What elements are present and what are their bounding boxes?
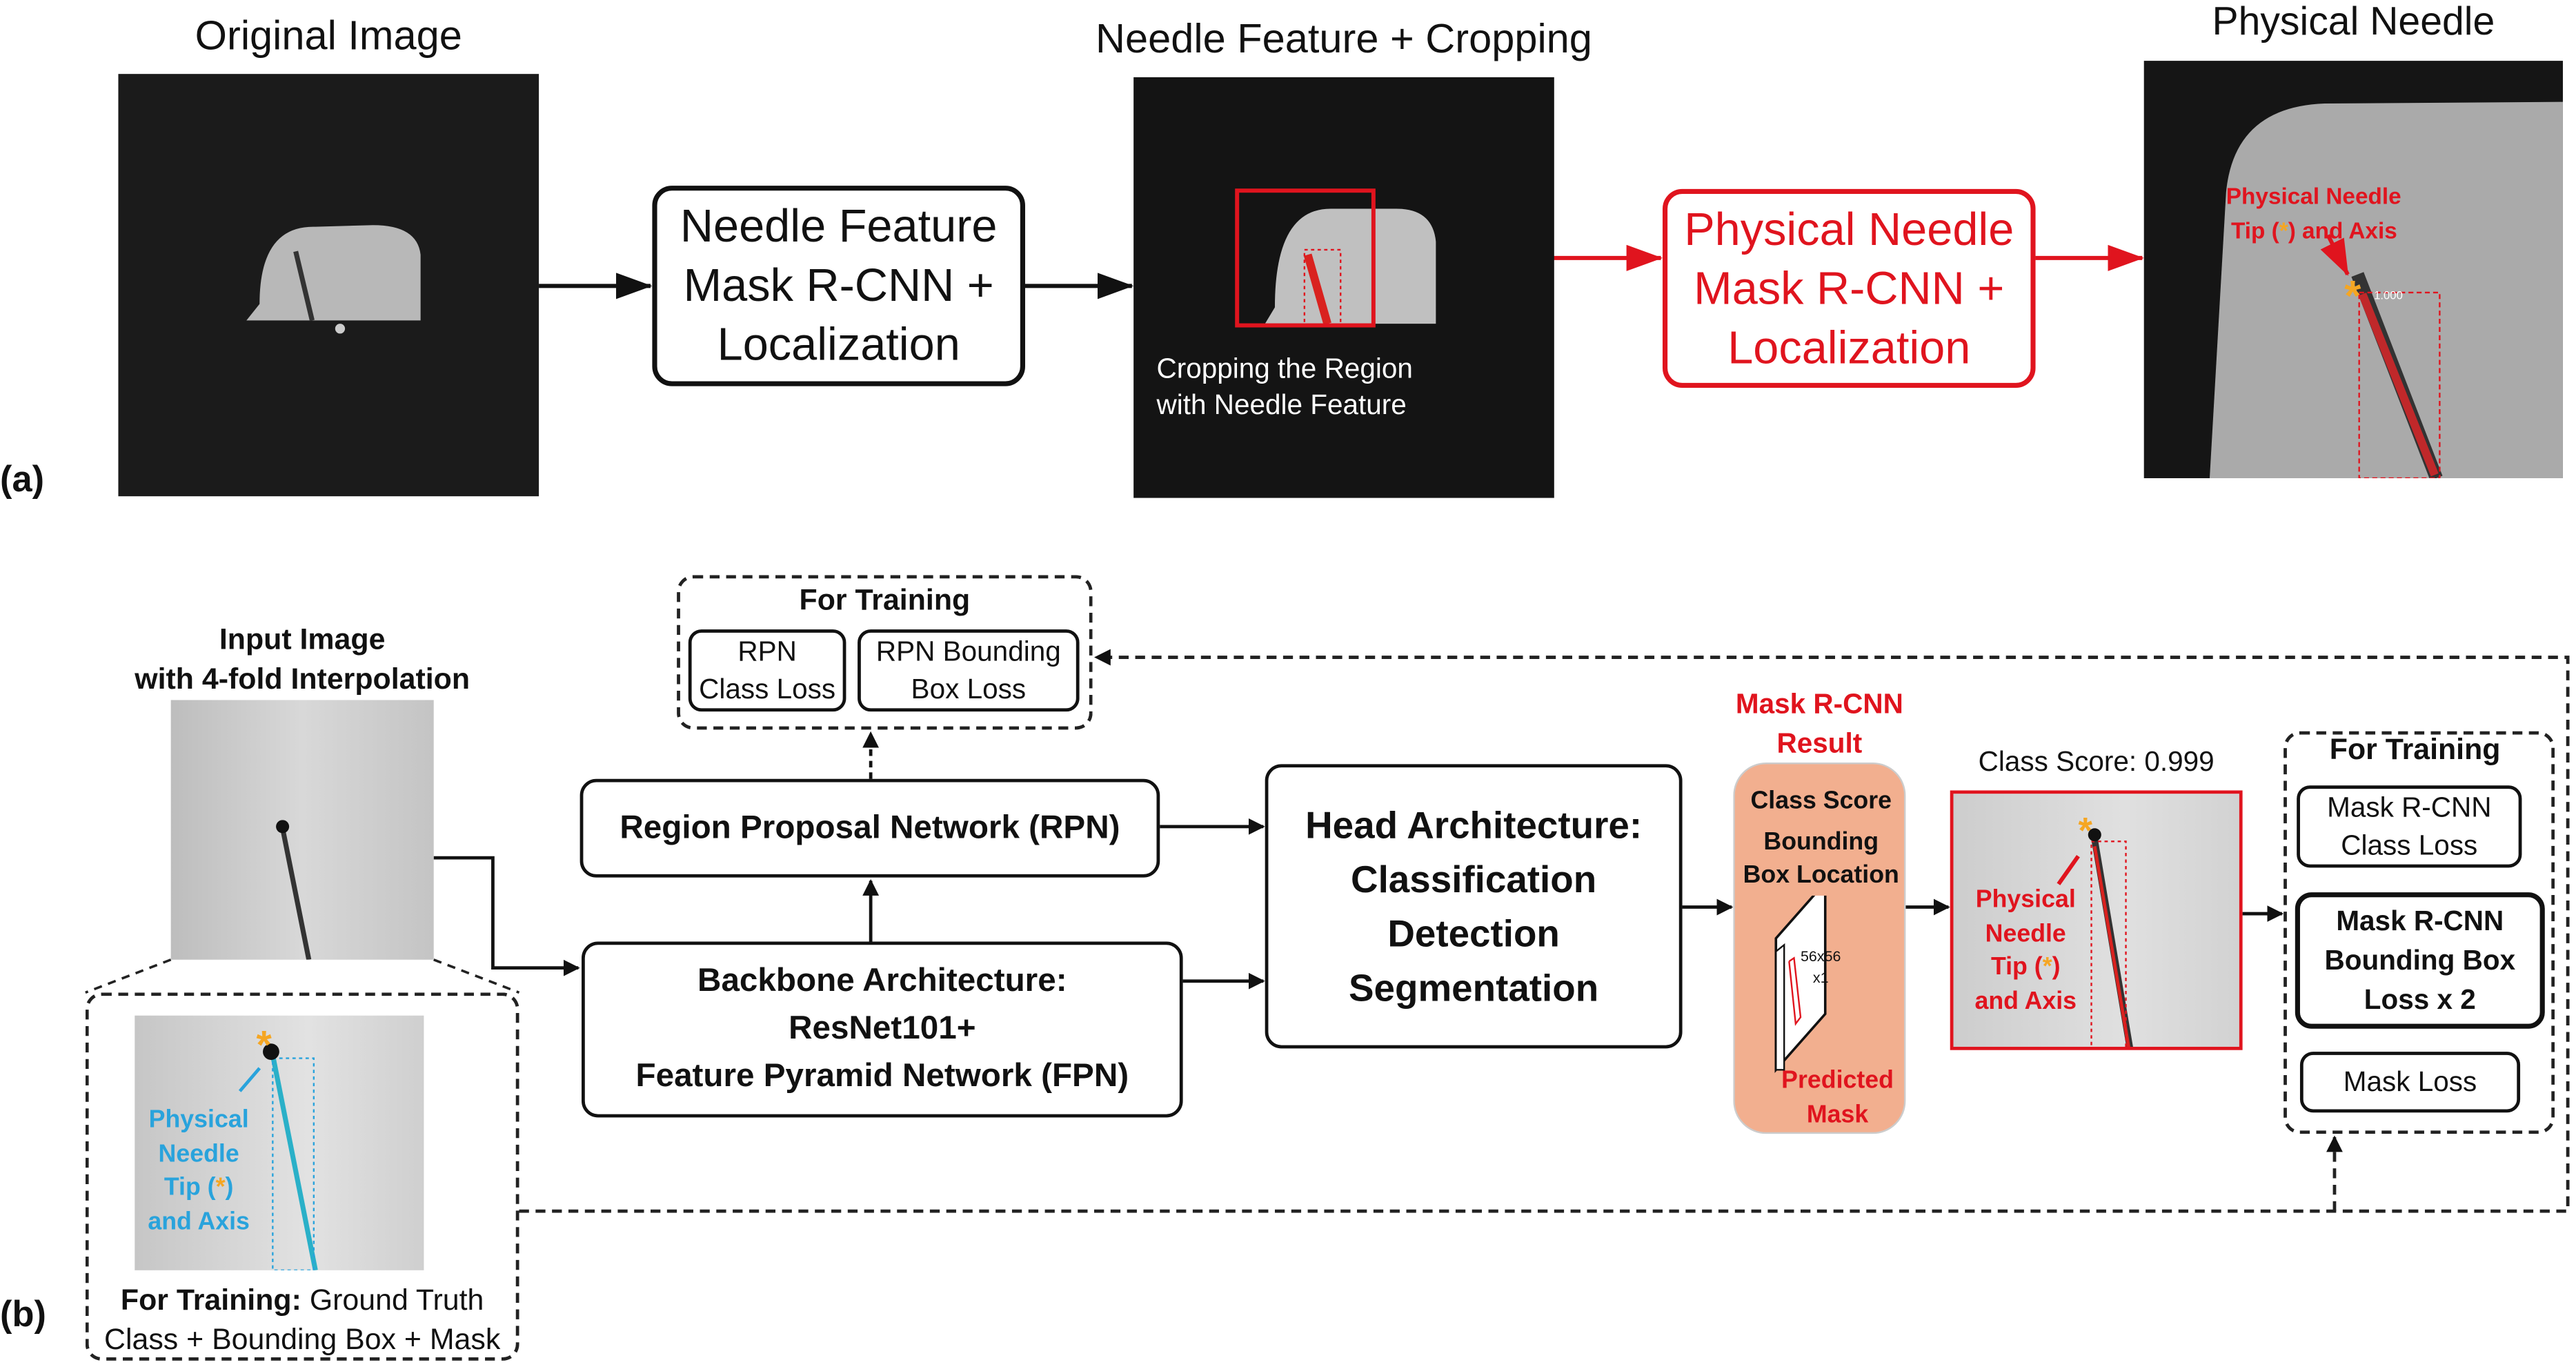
panel-b-label: (b)	[0, 1293, 46, 1335]
dash-zoom-right	[433, 958, 520, 994]
panel-a-label: (a)	[0, 458, 45, 500]
head-training-panel	[2283, 731, 2555, 1134]
rpn-training-panel	[677, 575, 1093, 730]
mask-tensor-icon	[1774, 895, 1827, 1074]
mask-loss: Mask Loss	[2299, 1052, 2521, 1113]
ground-truth-panel	[85, 992, 519, 1361]
physical-needle-image: Physical Needle Tip (*) and Axis * 1.000	[2143, 61, 2563, 478]
original-image	[118, 74, 539, 497]
rpn-training-title: For Training	[799, 583, 971, 617]
crop-title: Needle Feature + Cropping	[1096, 16, 1592, 63]
physical-annot-line2: Tip (*) and Axis	[2230, 217, 2397, 244]
physical-needle-title: Physical Needle	[2212, 0, 2495, 45]
tip-asterisk-icon: *	[2344, 271, 2361, 321]
cropped-image: Cropping the Region with Needle Feature	[1133, 77, 1554, 498]
arrow-input-to-backbone	[433, 856, 580, 976]
tip-asterisk-icon: *	[2078, 810, 2092, 852]
rpn-box: Region Proposal Network (RPN)	[579, 778, 1160, 878]
feedback-loop	[519, 649, 2570, 1213]
box-line: Mask R-CNN +	[683, 259, 994, 311]
physical-annot-line1: Physical Needle	[2226, 182, 2401, 209]
backbone-box: Backbone Architecture:ResNet101+Feature …	[582, 941, 1183, 1118]
box-line: Physical Needle	[1684, 203, 2014, 254]
box-line: Needle Feature	[680, 200, 998, 252]
class-score: Class Score: 0.999	[1978, 746, 2215, 778]
tip-asterisk-icon: *	[256, 1023, 272, 1068]
physical-needle-box: Physical Needle Mask R-CNN + Localizatio…	[1662, 188, 2036, 389]
box-line: Localization	[1727, 321, 1971, 373]
head-training-title: For Training	[2329, 733, 2501, 766]
ground-truth-caption: For Training: Ground Truth Class + Bound…	[104, 1283, 501, 1356]
score-label: 1.000	[2374, 291, 2403, 303]
input-image	[170, 700, 434, 960]
box-line: Localization	[717, 318, 960, 370]
needle-feature-box: Needle Feature Mask R-CNN + Localization	[652, 186, 1025, 386]
crop-caption-1: Cropping the Region	[1156, 353, 1413, 385]
dash-zoom-left	[85, 958, 172, 994]
box-line: Mask R-CNN +	[1694, 262, 2005, 313]
crop-caption-2: with Needle Feature	[1156, 389, 1407, 421]
original-image-title: Original Image	[195, 13, 462, 59]
